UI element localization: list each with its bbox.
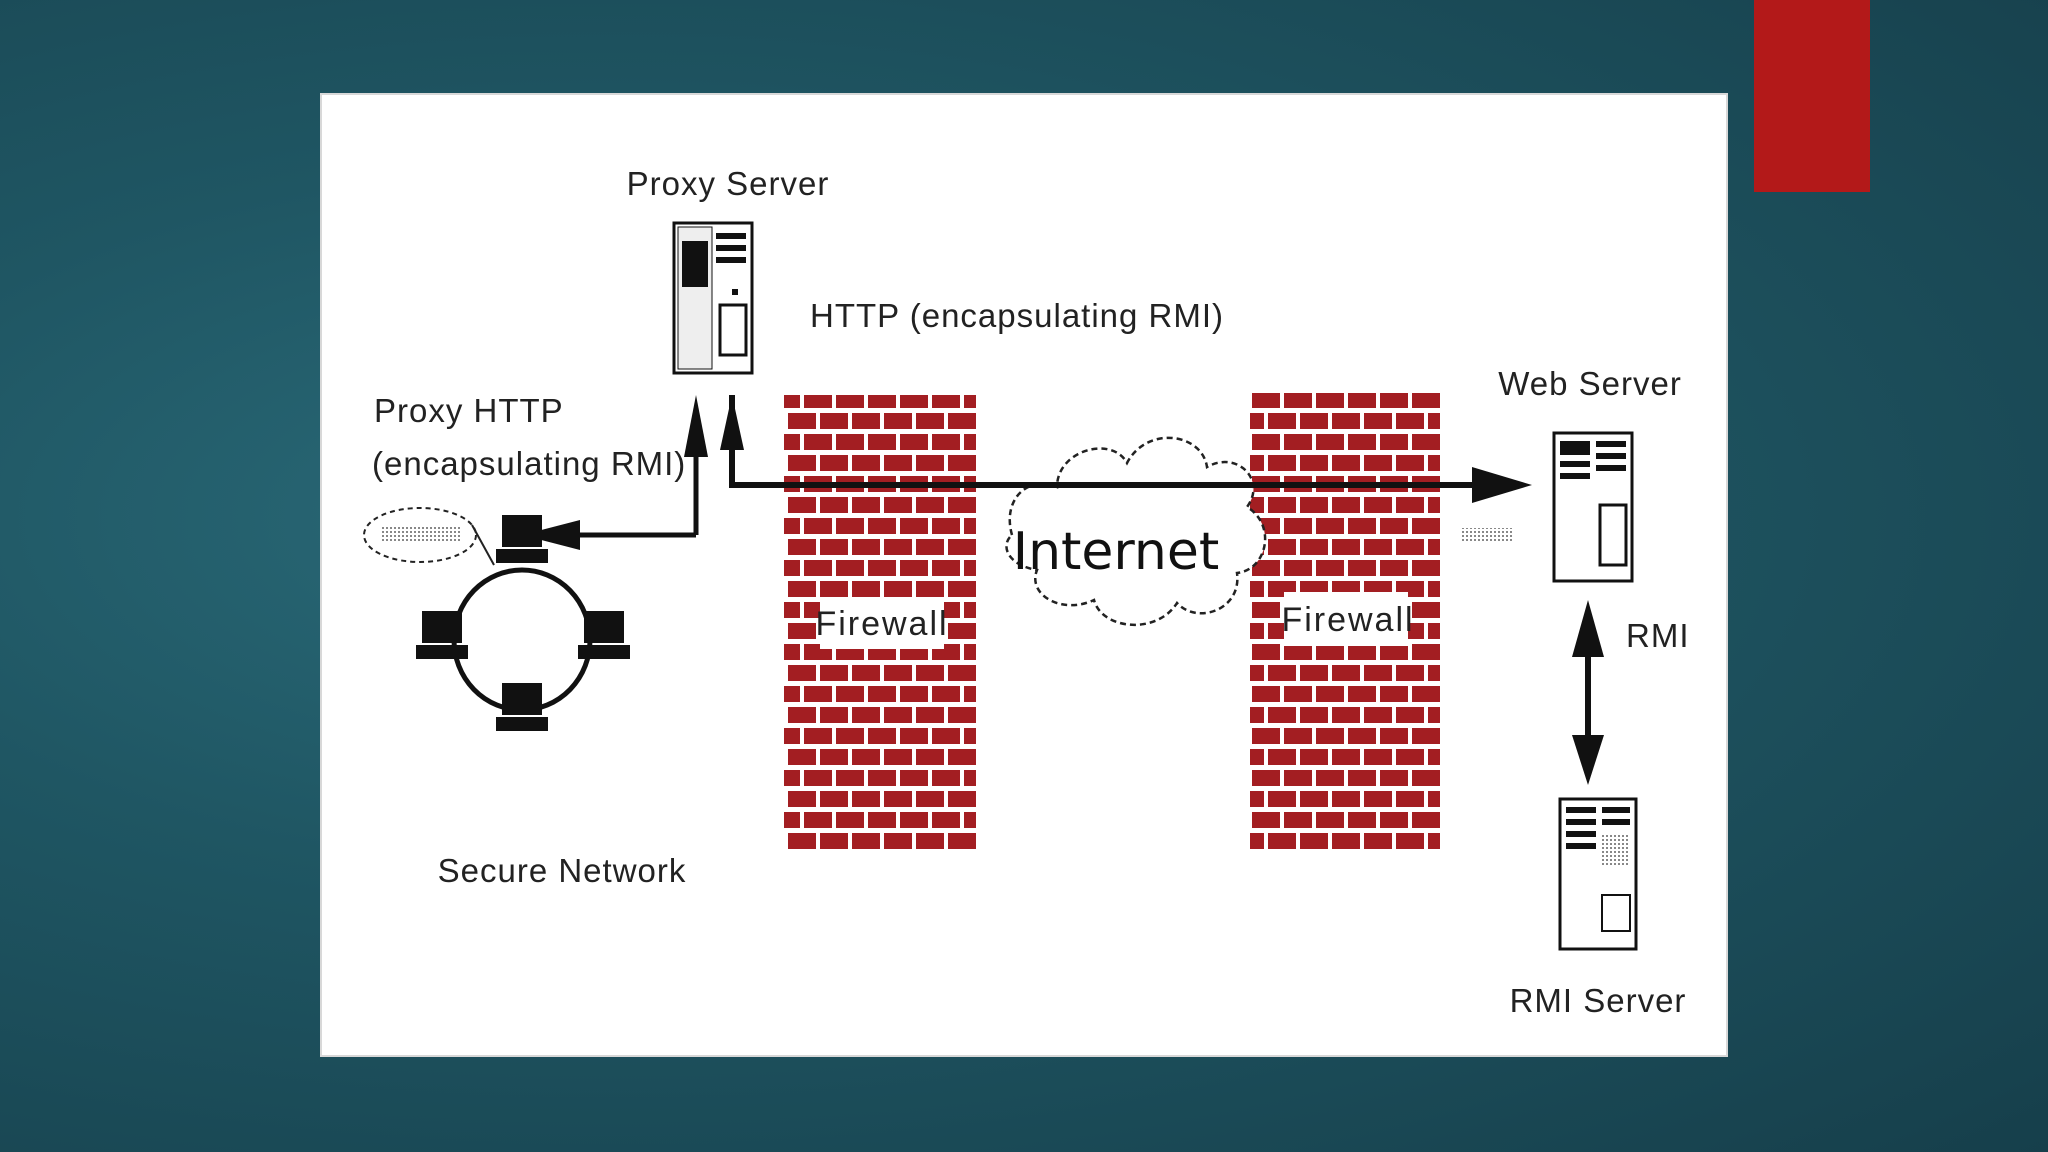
rmi-connection: RMI: [1572, 600, 1690, 785]
firewall-left: Firewall: [784, 395, 976, 852]
secure-network: Secure Network: [363, 507, 687, 889]
workstation-icon: [496, 683, 548, 731]
firewall-right: Firewall: [1250, 393, 1440, 849]
web-server: Web Server: [1462, 365, 1682, 583]
proxy-server-icon: [672, 221, 754, 375]
diagram-panel: Firewall Firewall Internet: [322, 95, 1726, 1055]
secure-network-label: Secure Network: [438, 852, 687, 889]
firewall-left-label: Firewall: [815, 605, 948, 643]
proxy-http-label: Proxy HTTP: [374, 392, 564, 429]
proxy-server-label: Proxy Server: [627, 165, 830, 202]
web-server-label: Web Server: [1498, 365, 1682, 402]
workstation-icon: [578, 611, 630, 659]
network-diagram: Firewall Firewall Internet: [363, 165, 1690, 1019]
accent-tab: [1754, 0, 1870, 192]
rmi-server-icon: [1558, 797, 1638, 951]
rmi-label: RMI: [1626, 617, 1690, 654]
web-server-icon: [1552, 431, 1634, 583]
firewall-right-label: Firewall: [1281, 601, 1414, 639]
rmi-server-label: RMI Server: [1510, 982, 1687, 1019]
proxy-http-sub-label: (encapsulating RMI): [372, 445, 686, 482]
http-connection: [522, 395, 1532, 550]
internet-label: Internet: [1013, 522, 1219, 582]
proxy-server: Proxy Server: [627, 165, 830, 375]
workstation-icon: [496, 515, 548, 563]
rmi-server: RMI Server: [1510, 797, 1687, 1019]
workstation-icon: [416, 611, 468, 659]
internet-cloud: Internet: [1005, 436, 1267, 626]
http-encapsulating-label: HTTP (encapsulating RMI): [810, 297, 1224, 334]
